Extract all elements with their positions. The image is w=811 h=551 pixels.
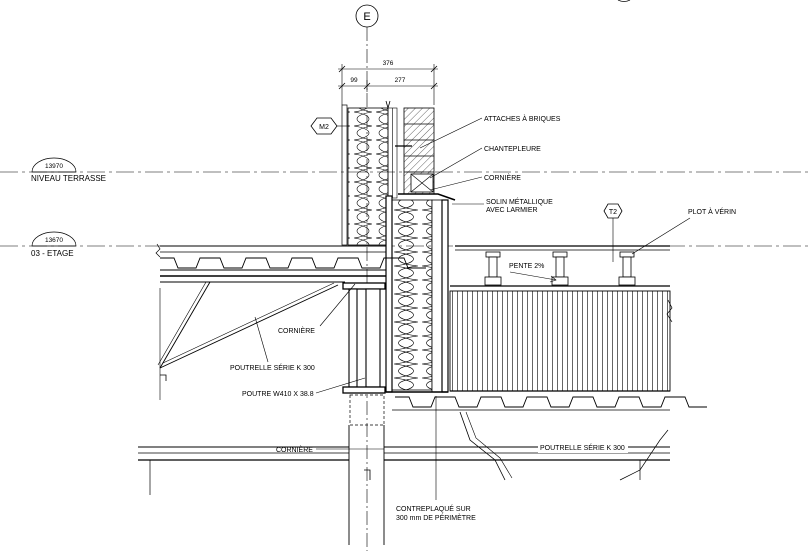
roof-type-tag: T2: [603, 203, 623, 262]
note-flashing-line-1: SOLIN MÉTALLIQUE: [486, 197, 553, 206]
note-slope: PENTE 2%: [509, 263, 544, 270]
level-name: 03 - ETAGE: [31, 249, 74, 258]
roof-pedestals: [484, 251, 636, 286]
floor-deck-left: [155, 243, 426, 277]
dimension-right: 277: [395, 77, 406, 84]
note-plywood-line-2: 300 mm DE PÉRIMÈTRE: [396, 513, 476, 522]
roof-assembly: [392, 245, 707, 411]
joist-left: [157, 281, 345, 400]
note-plywood-line-1: CONTREPLAQUÉ SUR: [396, 504, 471, 513]
parapet-wall: [385, 195, 449, 393]
wall-type-label: M2: [319, 124, 329, 131]
note-weep: CHANTEPLEURE: [484, 146, 541, 153]
pedestal: [484, 251, 502, 286]
note-angle-low: CORNIÈRE: [276, 445, 313, 454]
note-joist-right: POUTRELLE SÉRIE K 300: [540, 443, 625, 452]
note-angle-top: CORNIÈRE: [484, 173, 521, 182]
drawing-fragment: [617, 0, 631, 2]
level-name: NIVEAU TERRASSE: [31, 174, 106, 183]
pedestal: [551, 251, 569, 286]
annotation-weep: CHANTEPLEURE: [429, 146, 541, 179]
annotation-plywood: CONTREPLAQUÉ SUR 300 mm DE PÉRIMÈTRE: [396, 396, 476, 522]
annotation-angle-top: CORNIÈRE: [429, 173, 521, 191]
annotation-joist-left: POUTRELLE SÉRIE K 300: [230, 316, 315, 372]
annotation-joist-right: POUTRELLE SÉRIE K 300: [538, 443, 640, 453]
level-elevation: 13670: [45, 237, 63, 244]
annotation-angle-low: CORNIÈRE: [276, 445, 384, 454]
grid-label: E: [363, 11, 370, 23]
pedestal: [618, 251, 636, 286]
note-joist-left: POUTRELLE SÉRIE K 300: [230, 363, 315, 372]
dimension-left: 99: [350, 77, 358, 84]
upper-wall: [341, 100, 456, 246]
level-marker-terrasse: 13970 NIVEAU TERRASSE: [0, 157, 811, 183]
note-angle-mid: CORNIÈRE: [278, 326, 315, 335]
annotation-angle-mid: CORNIÈRE: [278, 283, 356, 335]
level-elevation: 13970: [45, 163, 63, 170]
note-brick-ties: ATTACHES À BRIQUES: [484, 114, 561, 123]
annotation-beam: POUTRE W410 X 38.8: [242, 377, 366, 398]
grid-line-e: E: [355, 4, 379, 551]
steel-beam: [342, 282, 386, 545]
annotation-slope: PENTE 2%: [509, 263, 557, 283]
level-marker-etage: 13670 03 - ETAGE: [0, 231, 811, 258]
dimension-string: 376 99 277: [338, 60, 438, 105]
wall-type-tag: M2: [310, 117, 348, 135]
note-beam: POUTRE W410 X 38.8: [242, 391, 314, 398]
lower-floor: [138, 411, 670, 495]
note-flashing-line-2: AVEC LARMIER: [486, 207, 538, 214]
note-pedestal: PLOT À VÉRIN: [688, 207, 736, 216]
annotation-pedestal: PLOT À VÉRIN: [631, 207, 736, 255]
dimension-total: 376: [383, 60, 394, 67]
roof-type-label: T2: [609, 209, 617, 216]
annotation-brick-ties: ATTACHES À BRIQUES: [419, 114, 561, 149]
annotation-flashing: SOLIN MÉTALLIQUE AVEC LARMIER: [452, 197, 553, 214]
